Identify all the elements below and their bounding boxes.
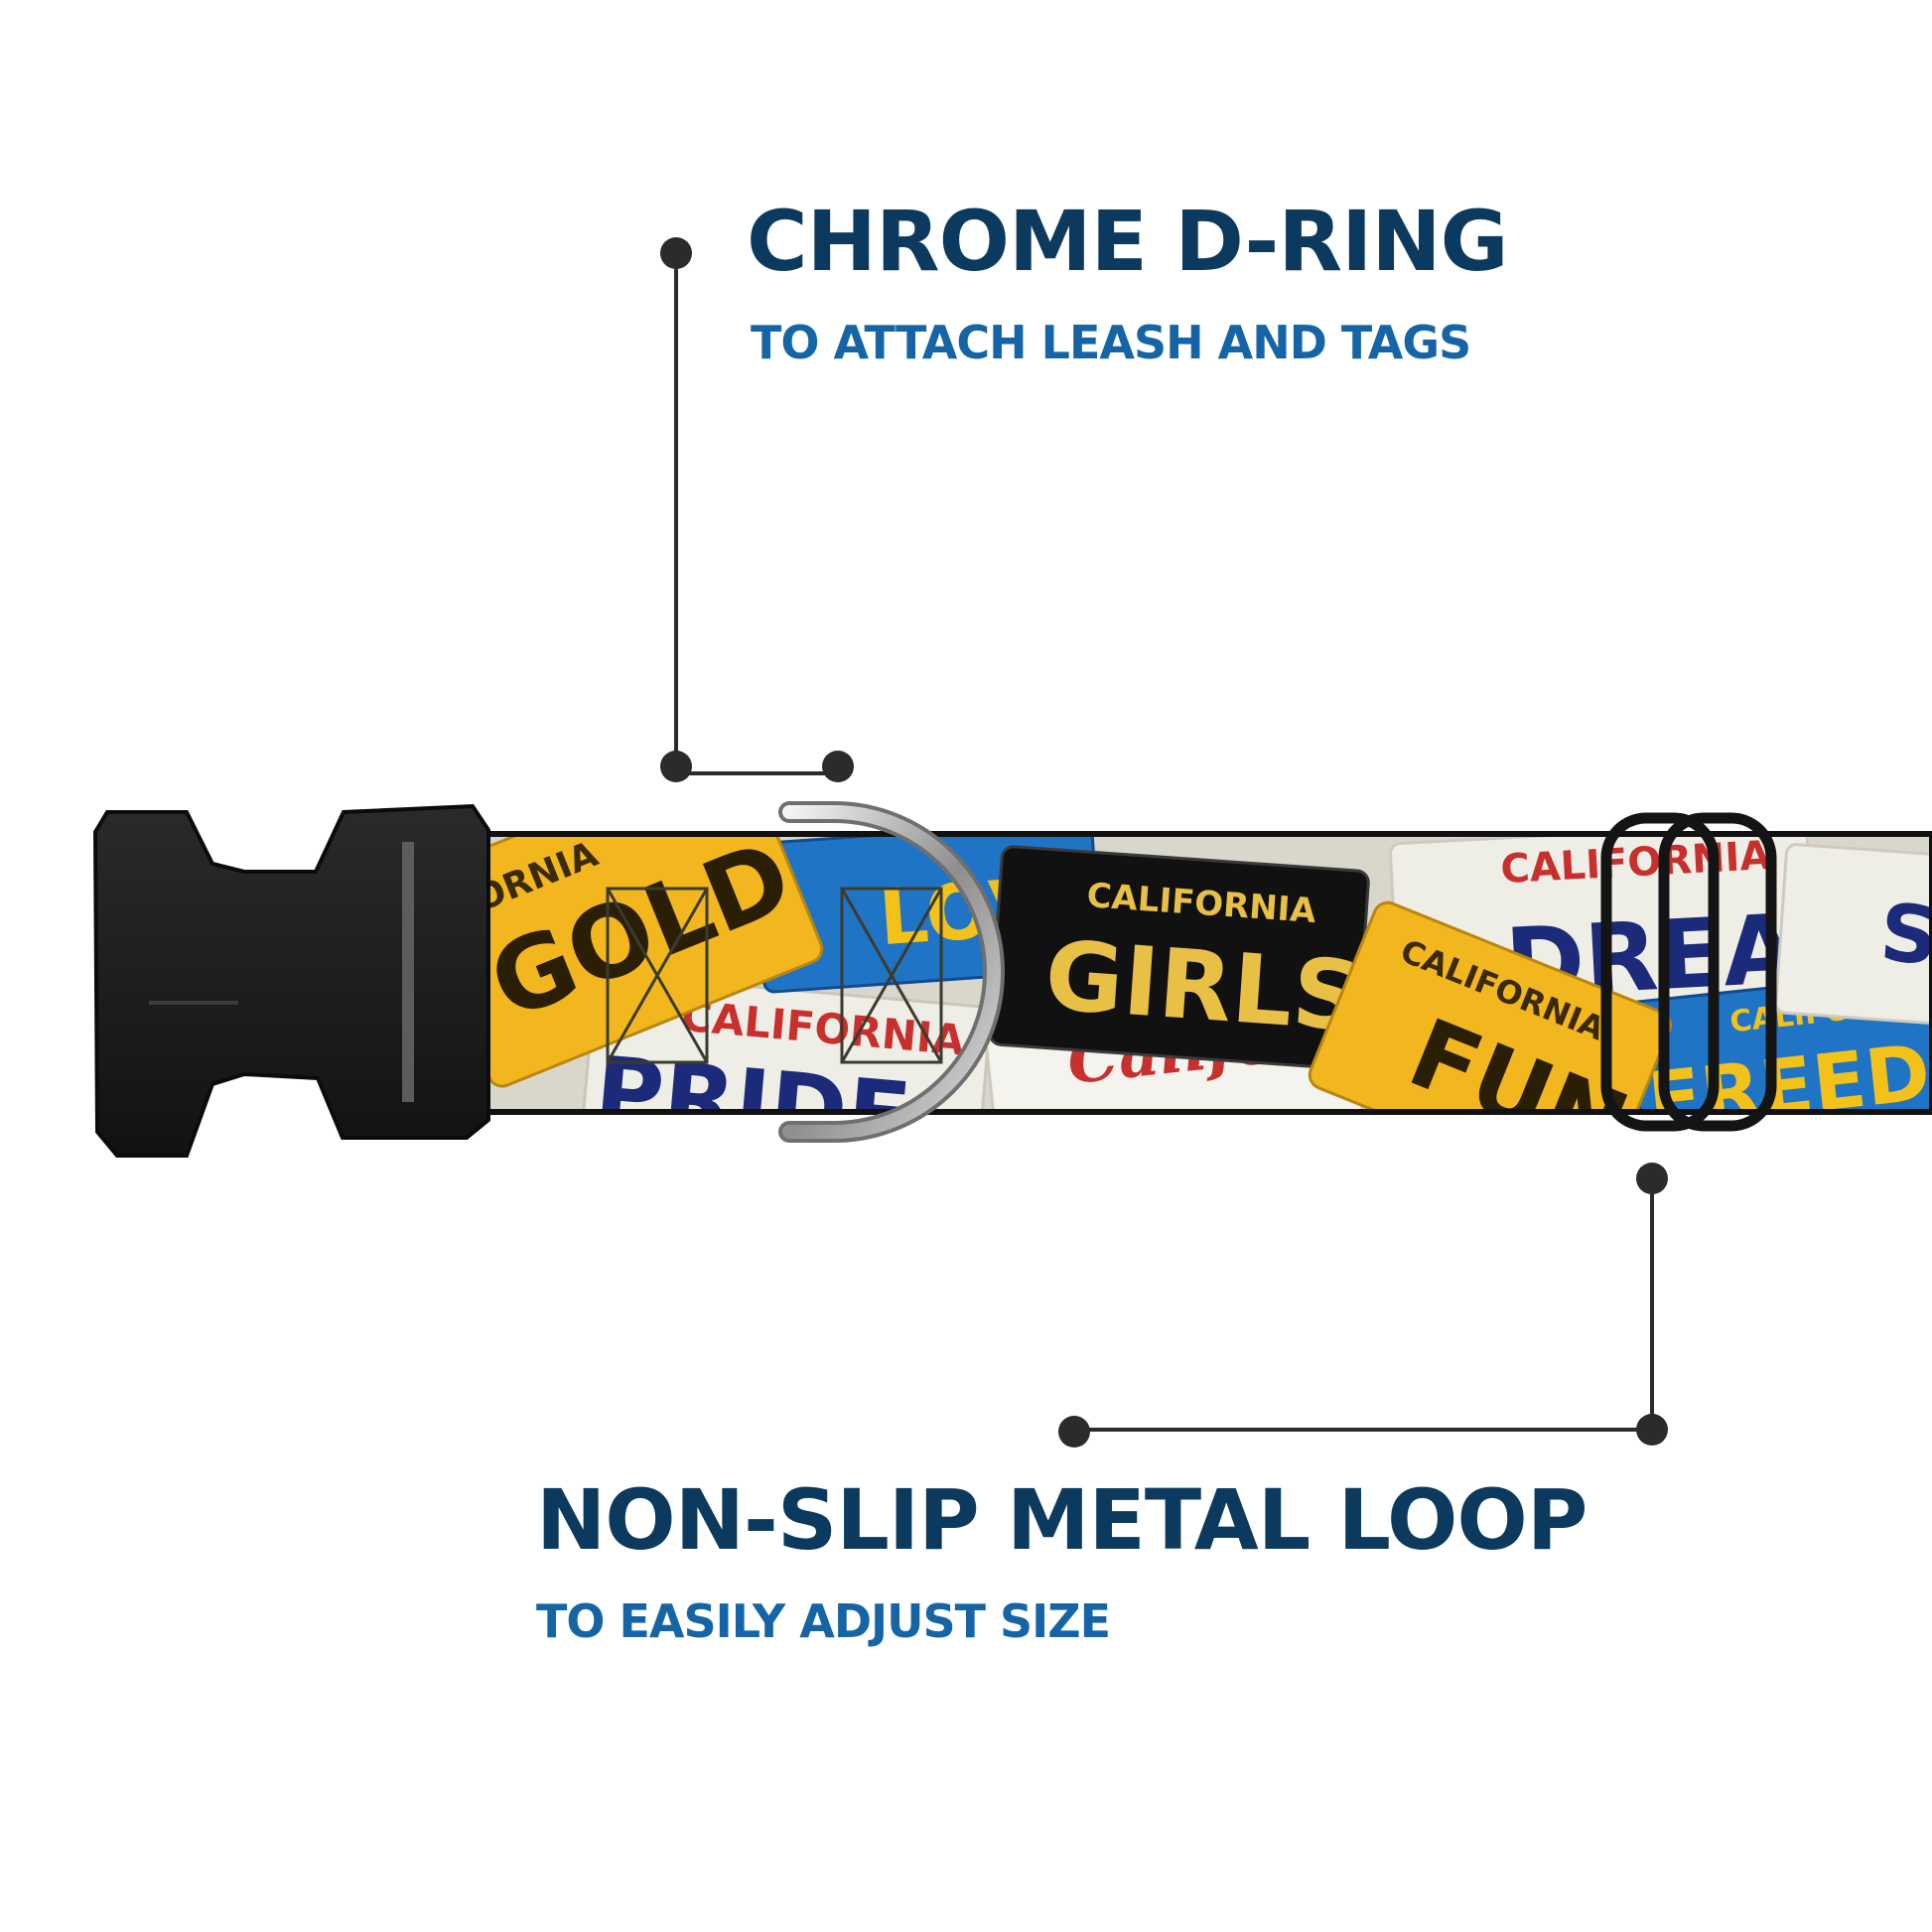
loop-leader-dot-corner [1636, 1414, 1668, 1446]
dring-leader-dot-top [660, 237, 692, 269]
plate-ss-word: SS [1877, 887, 1932, 987]
dring-leader-dot-corner [660, 751, 692, 782]
loop-leader-dot-top [1636, 1163, 1668, 1194]
dring-callout-title: CHROME D-RING [747, 193, 1509, 290]
metal-loop [1600, 812, 1777, 1132]
plate-ss: SS [1774, 843, 1932, 1031]
loop-callout-subtitle: TO EASILY ADJUST SIZE [536, 1594, 1111, 1648]
dring-leader-dot-end [822, 751, 854, 782]
loop-leader-line [1058, 1163, 1668, 1448]
dring-callout-subtitle: TO ATTACH LEASH AND TAGS [751, 316, 1471, 369]
plate-girls: CALIFORNIA GIRLS [988, 845, 1370, 1071]
dring-leader-line [660, 237, 854, 782]
plate-pride: CALIFORNIA PRIDE [577, 972, 993, 1110]
collar-strap: CALIFORNIA PRIDE LOVE Califo FORNIA [399, 831, 1932, 1115]
chrome-dring [778, 801, 1005, 1143]
plate-girls-word: GIRLS [1041, 919, 1365, 1052]
stitch-patch [606, 887, 943, 1064]
loop-leader-dot-end [1058, 1416, 1090, 1448]
loop-callout-title: NON-SLIP METAL LOOP [536, 1471, 1587, 1569]
buckle [92, 803, 490, 1158]
